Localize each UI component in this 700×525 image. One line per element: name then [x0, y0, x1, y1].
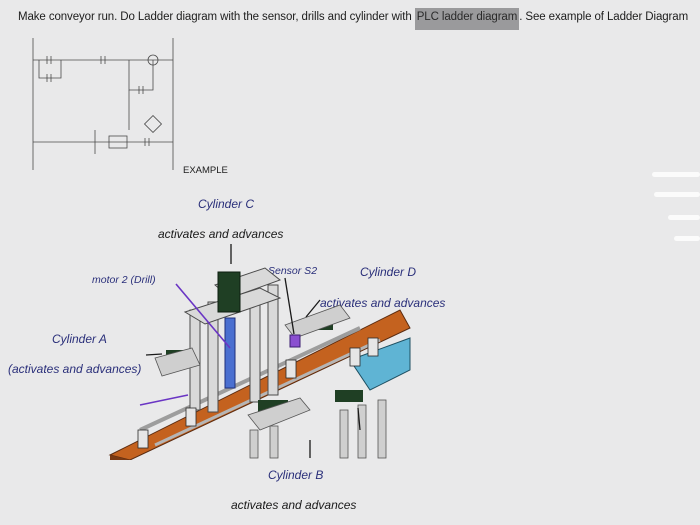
sensor-s2 [289, 334, 301, 348]
instruction-text: Make conveyor run. Do Ladder diagram wit… [18, 8, 689, 30]
purple-arrows [139, 283, 231, 406]
label-cylinder-a: Cylinder A [52, 332, 107, 346]
example-label: EXAMPLE [183, 165, 228, 176]
drill-spindle [224, 317, 236, 389]
glare-4 [674, 236, 700, 241]
callout-arrows [145, 244, 361, 458]
label-cylinder-c: Cylinder C [198, 197, 255, 211]
glare-1 [652, 172, 700, 177]
ladder-diagram-example [32, 38, 174, 170]
instruction-part-2: . See example of Ladder Diagram [519, 11, 689, 23]
instruction-part-1: Make conveyor run. Do Ladder diagram wit… [18, 11, 415, 23]
conveyor-machine-illustration [108, 244, 411, 460]
branch-2 [128, 60, 154, 91]
timer-block [108, 135, 128, 149]
blue-conveyor-section [349, 337, 411, 391]
glare-2 [654, 192, 700, 197]
legs [249, 399, 387, 459]
label-sensor-s2: Sensor S2 [268, 265, 318, 277]
seal-in-branch [38, 60, 62, 79]
label-cylinder-a-action: (activates and advances) [8, 362, 142, 376]
workpieces [137, 337, 379, 449]
label-cylinder-d: Cylinder D [360, 265, 417, 279]
label-motor-drill: motor 2 (Drill) [92, 274, 156, 286]
drill-motor [217, 271, 241, 313]
label-cylinder-b-action: activates and advances [231, 498, 357, 512]
glare-3 [668, 215, 700, 220]
label-cylinder-b: Cylinder B [268, 468, 324, 482]
label-cylinder-c-action: activates and advances [158, 227, 284, 241]
sensor-symbol [143, 114, 163, 134]
label-cylinder-d-action: activates and advances [320, 296, 446, 310]
instruction-highlight: PLC ladder diagram [414, 8, 520, 30]
